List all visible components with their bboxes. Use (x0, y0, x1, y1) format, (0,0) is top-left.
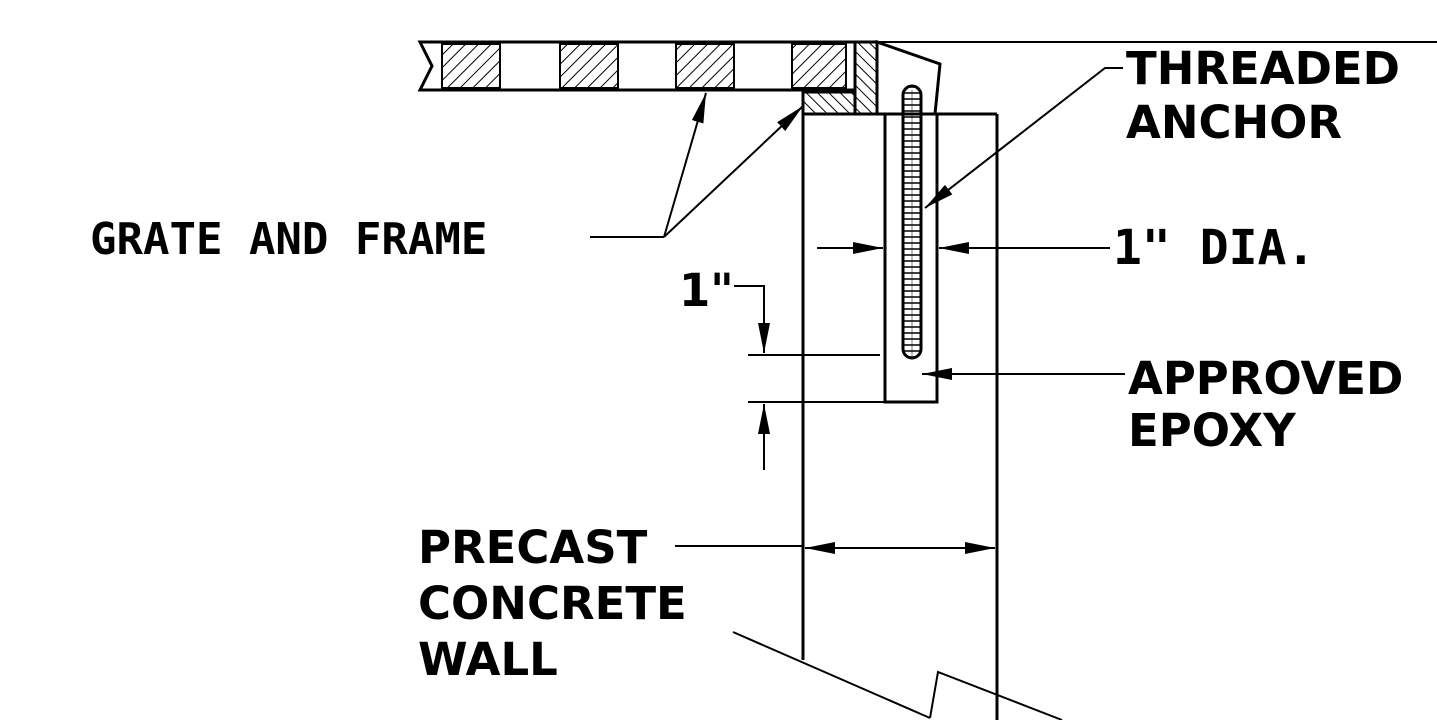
label-grate-and-frame: GRATE AND FRAME (90, 214, 487, 265)
label-wall: WALL (418, 633, 558, 686)
embed-dimension (734, 285, 885, 470)
grate-frame-leader (590, 92, 804, 238)
label-concrete: CONCRETE (418, 577, 687, 630)
label-threaded: THREADED (1126, 42, 1400, 95)
label-embed-depth: 1" (679, 264, 734, 317)
grate (417, 40, 857, 92)
wall-break-line (732, 631, 931, 719)
wall-break-zigzag (929, 670, 1063, 721)
label-approved: APPROVED (1128, 352, 1403, 405)
label-precast: PRECAST (418, 521, 648, 574)
label-anchor: ANCHOR (1126, 96, 1342, 149)
threaded-anchor-leader (924, 67, 1123, 209)
label-epoxy: EPOXY (1128, 404, 1297, 457)
label-anchor-dia: 1" DIA. (1113, 220, 1315, 276)
